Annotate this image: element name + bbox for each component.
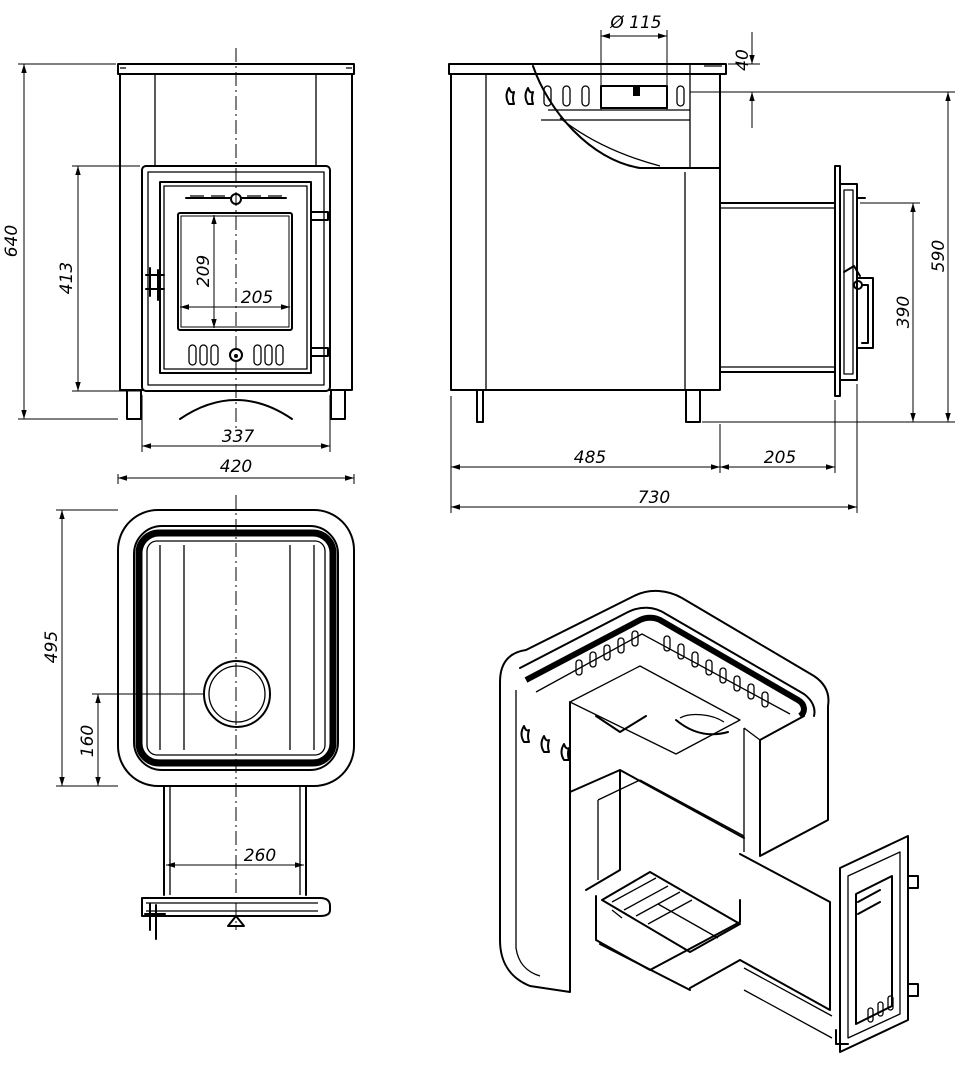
dim-total-width: 420: [220, 457, 252, 477]
dim-door-height: 413: [57, 262, 77, 294]
dim-tunnel-height: 390: [894, 296, 914, 328]
dim-top-offset: 40: [733, 49, 753, 71]
side-view: Ø 115 40 590 390 485 205 730: [448, 13, 955, 513]
isometric-view: [499, 590, 919, 1053]
dim-glass-width: 205: [241, 288, 273, 308]
front-view: 640 413 209 205 337 420: [2, 48, 355, 484]
dim-tunnel-width: 260: [244, 846, 276, 866]
dim-glass-height: 209: [194, 255, 214, 287]
dim-tunnel-depth: 205: [764, 448, 796, 468]
dim-body-depth: 485: [574, 448, 606, 468]
dim-total-depth: 730: [638, 488, 670, 508]
dim-door-width: 337: [222, 427, 255, 447]
top-view: 495 160 260: [42, 495, 355, 940]
dim-total-height: 640: [2, 225, 22, 257]
dim-top-total-depth: 495: [42, 631, 62, 663]
dim-pipe-diameter: Ø 115: [609, 13, 661, 33]
dim-pipe-offset: 160: [78, 725, 98, 757]
dim-side-total-height: 590: [929, 240, 949, 272]
